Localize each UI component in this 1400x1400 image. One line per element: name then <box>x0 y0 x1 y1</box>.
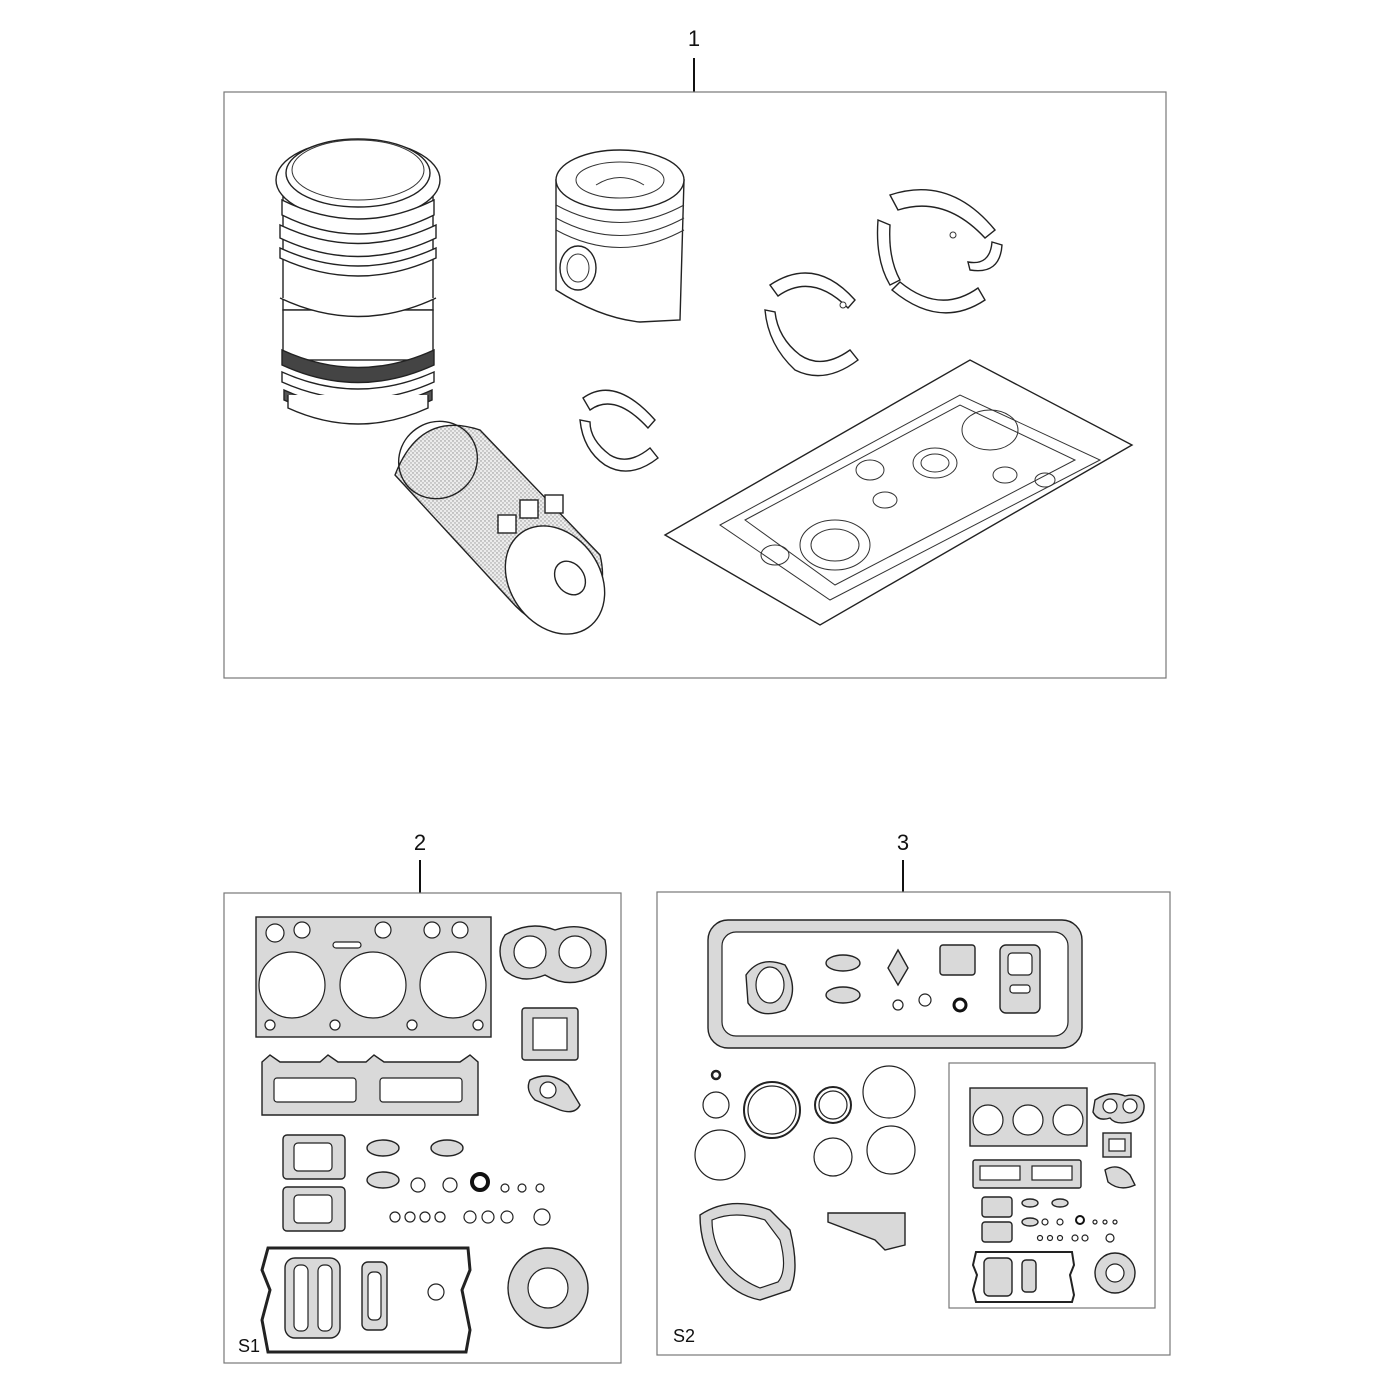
conrod-bearing-icon[interactable] <box>764 272 859 377</box>
callout-3-label: 3 <box>897 830 909 855</box>
inset-gasket-set-icon[interactable] <box>948 1062 1156 1309</box>
panel-tag-s1: S1 <box>238 1336 260 1356</box>
small-gasket-set-icon[interactable] <box>282 1134 545 1232</box>
sump-gasket-icon[interactable] <box>260 1246 589 1354</box>
piston-icon[interactable] <box>555 149 685 323</box>
main-bearing-icon[interactable] <box>876 188 1003 314</box>
callout-3[interactable]: 3 <box>897 830 909 892</box>
gasket-sheet-icon[interactable] <box>663 359 1134 626</box>
timing-cover-gasket-icon[interactable] <box>699 1202 906 1301</box>
callout-2-label: 2 <box>414 830 426 855</box>
o-ring-icon[interactable] <box>694 1065 916 1181</box>
port-gasket-icon[interactable] <box>521 1007 581 1113</box>
manifold-gasket-icon[interactable] <box>261 1054 479 1116</box>
cylinder-liner-icon[interactable] <box>275 138 441 425</box>
seal-ring-icon[interactable] <box>389 1208 551 1226</box>
callout-1-label: 1 <box>688 26 700 51</box>
callout-2[interactable]: 2 <box>414 830 426 893</box>
cylinder-head-gasket-icon[interactable] <box>255 916 492 1038</box>
panel-tag-s2: S2 <box>673 1326 695 1346</box>
oil-pan-gasket-icon[interactable] <box>707 919 1083 1049</box>
callout-1[interactable]: 1 <box>688 26 700 92</box>
oil-filter-icon[interactable] <box>383 406 625 653</box>
exhaust-flange-gasket-icon[interactable] <box>499 925 607 984</box>
small-bearing-icon[interactable] <box>579 389 659 472</box>
